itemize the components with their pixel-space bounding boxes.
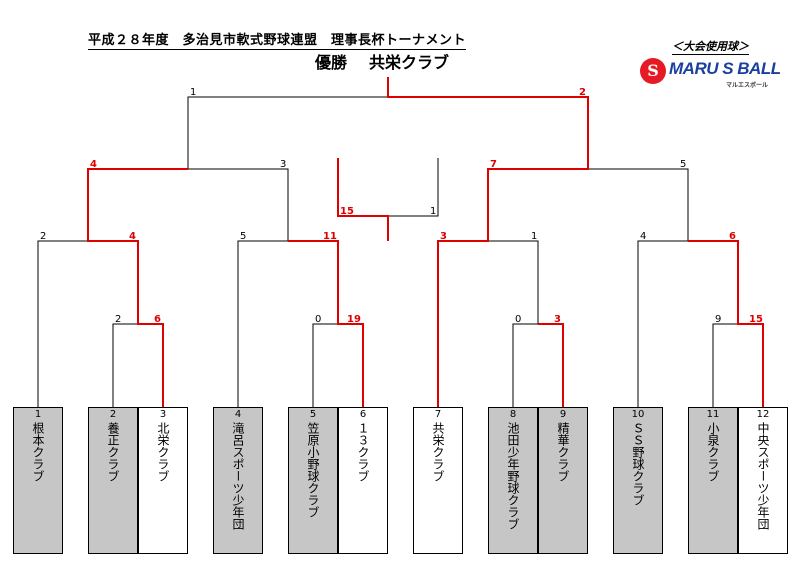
score-r1-8: 0 (515, 314, 522, 325)
winner-label: 優勝 (315, 53, 348, 72)
team-name: 共栄クラブ (431, 422, 445, 482)
score-r1-6: 19 (347, 314, 361, 325)
team-name: １３クラブ (356, 422, 370, 482)
score-r2-4: 5 (240, 231, 247, 242)
team-name: 北栄クラブ (156, 422, 170, 482)
team-number: 9 (559, 409, 567, 420)
line-team-1 (37, 240, 88, 407)
team-name: 精華クラブ (556, 422, 570, 482)
line-team-8 (512, 323, 538, 407)
score-r1-9: 3 (554, 314, 561, 325)
score-r2-7: 3 (440, 231, 447, 242)
maru-s-ball-logo: S MARU S BALL マルエスボール (640, 56, 781, 90)
win-team-9 (538, 323, 564, 407)
score-r2-1: 2 (40, 231, 47, 242)
team-box-3: 3 北栄クラブ (138, 407, 188, 554)
score-extra-a: 15 (340, 206, 354, 217)
score-r1-12: 15 (749, 314, 763, 325)
team-number: 10 (631, 409, 645, 420)
score-r2-6: 11 (323, 231, 337, 242)
win-lines (87, 77, 764, 407)
team-number: 1 (34, 409, 42, 420)
score-qf-a: 4 (90, 159, 97, 170)
score-sf-a: 1 (190, 87, 197, 98)
score-r2-9: 1 (531, 231, 538, 242)
line-extra-b (388, 158, 439, 217)
team-number: 7 (434, 409, 442, 420)
team-box-12: 12 中央スポーツ少年団 (738, 407, 788, 554)
team-name: 笠原小野球クラブ (306, 422, 320, 518)
logo-subtext: マルエスボール (726, 82, 769, 89)
score-r1-11: 9 (715, 314, 722, 325)
winner-team: 共栄クラブ (369, 53, 450, 72)
score-r2-10: 4 (640, 231, 647, 242)
team-box-8: 8 池田少年野球クラブ (488, 407, 538, 554)
line-qf-d (588, 168, 689, 241)
team-number: 12 (756, 409, 770, 420)
tournament-title: 平成２８年度 多治見市軟式野球連盟 理事長杯トーナメント (88, 29, 467, 50)
team-box-11: 11 小泉クラブ (688, 407, 738, 554)
team-box-2: 2 養正クラブ (88, 407, 138, 554)
line-r2-9 (488, 240, 539, 324)
line-team-11 (712, 323, 738, 407)
winner-banner: 優勝 共栄クラブ (315, 49, 449, 73)
team-name: ＳＳ野球クラブ (631, 422, 645, 506)
score-qf-b: 3 (280, 159, 287, 170)
team-name: 小泉クラブ (706, 422, 720, 482)
team-name: 中央スポーツ少年団 (756, 422, 770, 530)
line-sf-a (187, 96, 388, 169)
loss-lines (37, 96, 738, 407)
team-number: 6 (359, 409, 367, 420)
team-box-6: 6 １３クラブ (338, 407, 388, 554)
score-r1-2: 2 (115, 314, 122, 325)
score-sf-b: 2 (579, 87, 586, 98)
official-ball-note: ＜大会使用球＞ (672, 40, 749, 55)
line-team-10 (637, 240, 688, 407)
score-qf-c: 7 (490, 159, 497, 170)
team-box-4: 4 滝呂スポーツ少年団 (213, 407, 263, 554)
team-number: 3 (159, 409, 167, 420)
team-box-7: 7 共栄クラブ (413, 407, 463, 554)
team-number: 4 (234, 409, 242, 420)
score-r2-12: 6 (729, 231, 736, 242)
line-team-4 (237, 240, 288, 407)
score-extra-b: 1 (430, 206, 437, 217)
win-team-3 (87, 168, 188, 407)
team-number: 8 (509, 409, 517, 420)
logo-mark-icon: S (640, 58, 666, 84)
team-name: 養正クラブ (106, 422, 120, 482)
line-team-2 (112, 323, 138, 407)
team-name: 池田少年野球クラブ (506, 422, 520, 530)
score-r2-3: 4 (129, 231, 136, 242)
team-number: 11 (706, 409, 720, 420)
team-box-1: 1 根本クラブ (13, 407, 63, 554)
win-team-6 (288, 240, 364, 407)
team-number: 2 (109, 409, 117, 420)
score-qf-d: 5 (680, 159, 687, 170)
line-qf-b (188, 168, 289, 241)
win-team-7 (387, 77, 589, 407)
win-extra-a (337, 158, 389, 241)
score-r1-5: 0 (315, 314, 322, 325)
line-team-5 (312, 323, 338, 407)
score-r1-3: 6 (154, 314, 161, 325)
team-name: 滝呂スポーツ少年団 (231, 422, 245, 530)
win-team-12 (688, 240, 764, 407)
team-number: 5 (309, 409, 317, 420)
team-box-9: 9 精華クラブ (538, 407, 588, 554)
logo-text: MARU S BALL (669, 59, 781, 78)
team-name: 根本クラブ (31, 422, 45, 482)
team-box-5: 5 笠原小野球クラブ (288, 407, 338, 554)
